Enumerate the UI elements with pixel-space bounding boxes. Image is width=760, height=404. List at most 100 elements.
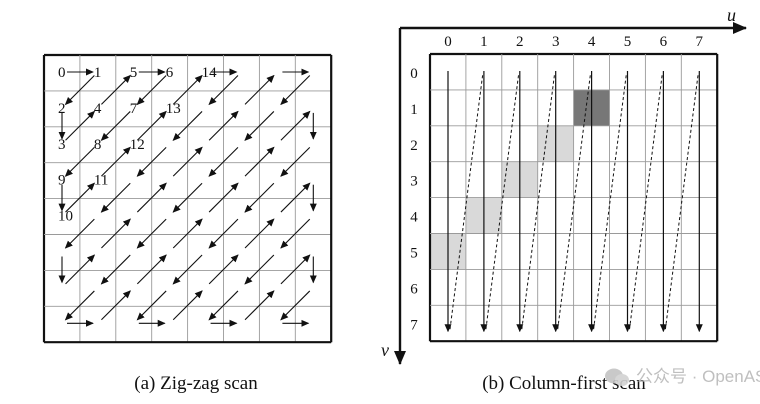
- zigzag-segment: [280, 146, 311, 177]
- zigzag-segment: [208, 254, 239, 285]
- zigzag-scan-path: [58, 68, 317, 327]
- v-axis-label: v: [381, 340, 389, 360]
- zigzag-segment: [172, 74, 203, 105]
- row-index-label: 7: [410, 317, 418, 333]
- row-index-label: 0: [410, 66, 418, 82]
- zigzag-segment: [280, 218, 311, 249]
- zigzag-segment: [172, 146, 203, 177]
- column-index-label: 7: [696, 34, 704, 50]
- zigzag-segment: [100, 111, 131, 141]
- zigzag-segment: [208, 146, 239, 177]
- zigzag-segment: [136, 75, 167, 106]
- column-index-label: 5: [624, 34, 632, 50]
- zigzag-index-label: 3: [58, 137, 66, 153]
- zigzag-segment: [244, 182, 275, 213]
- zigzag-segment: [101, 218, 131, 249]
- zigzag-segment: [65, 254, 96, 285]
- zigzag-segment: [136, 182, 167, 213]
- column-index-label: 4: [588, 34, 596, 50]
- column-index-label: 3: [552, 34, 560, 50]
- u-axis-label: u: [727, 5, 736, 25]
- zigzag-index-label: 7: [130, 101, 138, 117]
- column-return-dashed-line: [557, 72, 592, 330]
- zigzag-segment: [280, 290, 311, 321]
- zigzag-index-label: 12: [130, 137, 145, 153]
- zigzag-index-label: 9: [58, 173, 66, 189]
- zigzag-index-label: 14: [202, 65, 218, 81]
- zigzag-index-label: 13: [166, 101, 181, 117]
- row-index-label: 3: [410, 174, 418, 190]
- zigzag-segment: [100, 254, 131, 285]
- zigzag-segment: [172, 290, 203, 321]
- column-return-dashed-line: [629, 72, 663, 330]
- zigzag-segment: [244, 111, 275, 141]
- zigzag-index-label: 2: [58, 101, 66, 117]
- watermark: 公众号 · OpenASIC: [605, 367, 760, 386]
- zigzag-segment: [136, 146, 167, 177]
- zigzag-segment: [244, 146, 275, 177]
- wechat-icon: [605, 368, 629, 386]
- zigzag-segment: [208, 218, 239, 249]
- zigzag-segment: [101, 74, 131, 105]
- zigzag-caption: (a) Zig-zag scan: [134, 373, 258, 394]
- zigzag-segment: [244, 290, 275, 321]
- column-return-dashed-line: [449, 72, 484, 330]
- zigzag-segment: [208, 110, 239, 141]
- zigzag-segment: [280, 182, 311, 213]
- zigzag-segment: [280, 254, 311, 285]
- zigzag-segment: [172, 182, 203, 213]
- row-index-label: 2: [410, 138, 418, 154]
- zigzag-segment: [64, 75, 95, 106]
- zigzag-segment: [280, 75, 311, 106]
- zigzag-segment: [100, 182, 131, 213]
- zigzag-segment: [136, 110, 167, 141]
- zigzag-segment: [208, 75, 239, 106]
- zigzag-segment: [101, 290, 131, 321]
- zigzag-index-label: 1: [94, 65, 102, 81]
- zigzag-grid: [42, 53, 333, 344]
- column-index-label: 1: [480, 34, 488, 50]
- zigzag-segment: [64, 290, 95, 321]
- column-return-dashed-line: [521, 72, 556, 330]
- zigzag-segment: [172, 254, 203, 285]
- zigzag-segment: [64, 146, 95, 177]
- zigzag-segment: [208, 182, 239, 213]
- column-index-label: 0: [444, 34, 452, 50]
- zigzag-index-label: 4: [94, 101, 102, 117]
- zigzag-segment: [172, 111, 203, 141]
- zigzag-segment: [172, 218, 203, 249]
- column-return-dashed-line: [664, 72, 699, 330]
- zigzag-segment: [244, 74, 275, 105]
- zigzag-segment: [244, 218, 275, 249]
- column-first-scan-arrows: [444, 71, 703, 333]
- zigzag-index-label: 10: [58, 209, 73, 225]
- zigzag-segment: [208, 290, 239, 321]
- column-return-dashed-line: [485, 72, 520, 330]
- zigzag-segment: [136, 254, 167, 285]
- zigzag-segment: [136, 290, 167, 321]
- row-index-label: 4: [410, 210, 418, 226]
- row-index-label: 5: [410, 246, 418, 262]
- column-first-grid: [428, 52, 719, 343]
- zigzag-segment: [136, 218, 167, 249]
- zigzag-index-label: 5: [130, 65, 138, 81]
- zigzag-segment: [101, 146, 131, 177]
- watermark-text: 公众号 · OpenASIC: [636, 367, 760, 386]
- column-first-caption: (b) Column-first scan: [482, 373, 646, 394]
- zigzag-segment: [65, 110, 96, 141]
- zigzag-index-label: 11: [94, 173, 108, 189]
- zigzag-segment: [64, 218, 95, 249]
- zigzag-segment: [65, 182, 96, 213]
- column-return-dashed-line: [593, 72, 627, 330]
- zigzag-index-label: 0: [58, 65, 66, 81]
- row-index-label: 1: [410, 102, 418, 118]
- zigzag-segment: [280, 110, 311, 141]
- column-index-label: 6: [660, 34, 668, 50]
- zigzag-segment: [244, 254, 275, 285]
- zigzag-index-label: 6: [166, 65, 174, 81]
